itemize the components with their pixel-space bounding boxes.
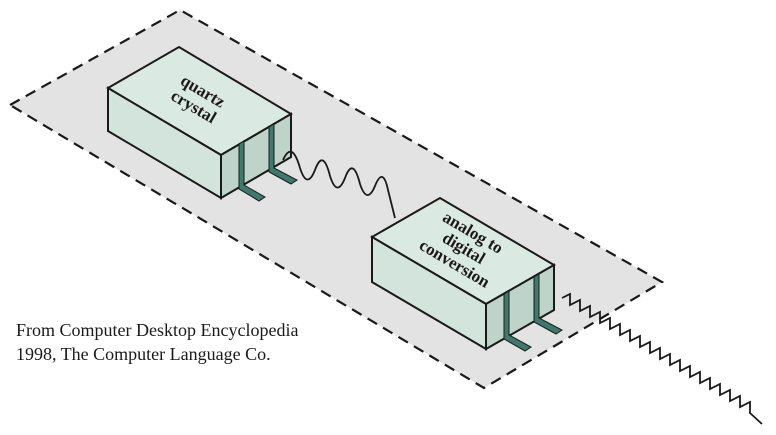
quartz-crystal-box: quartz crystal — [106, 45, 298, 202]
adc-box: analog to digital conversion — [370, 196, 563, 352]
credit-line-2: 1998, The Computer Language Co. — [16, 344, 271, 364]
adc-pin-2 — [533, 273, 563, 335]
digital-signal-wave — [561, 292, 763, 425]
quartz-pin-2 — [268, 123, 298, 185]
analog-signal-wave — [282, 150, 396, 219]
credit-line-1: From Computer Desktop Encyclopedia — [16, 320, 299, 340]
quartz-pin-1 — [238, 140, 266, 202]
adc-pin-1 — [503, 290, 532, 352]
